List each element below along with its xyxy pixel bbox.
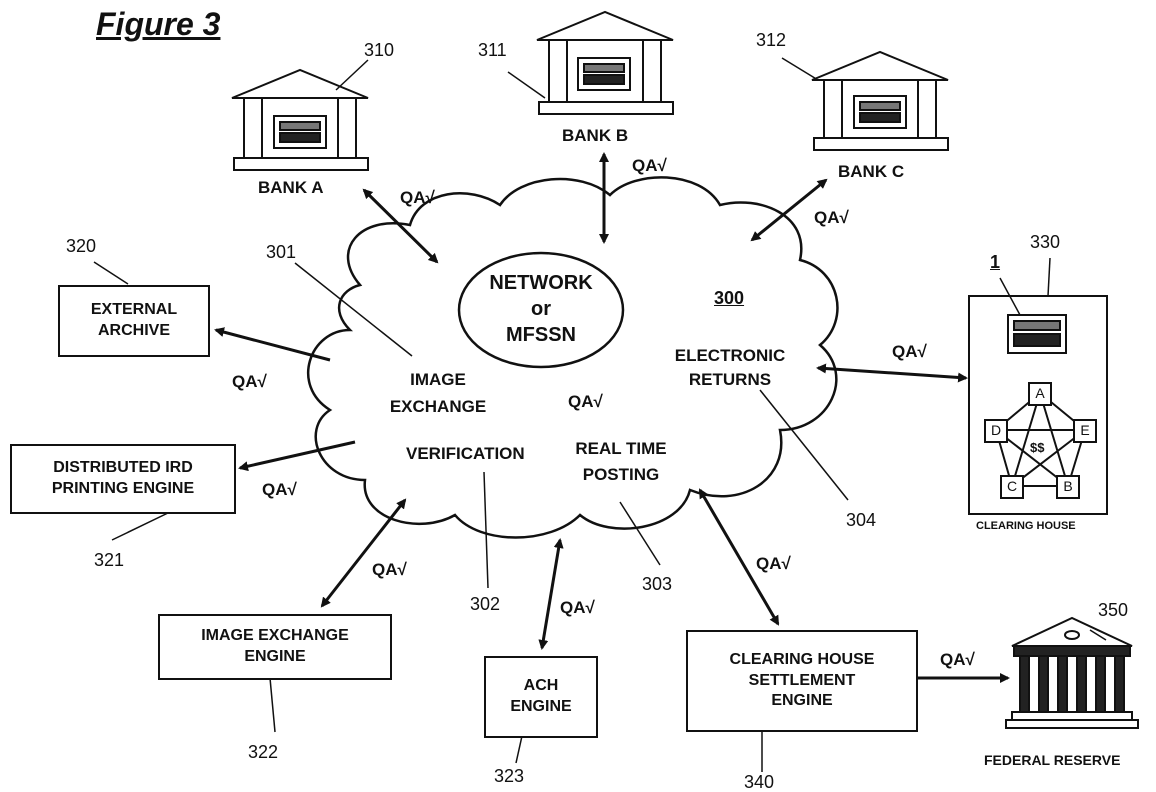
clearing-house-nodes	[984, 382, 1097, 499]
network-title-line-2: or	[531, 298, 551, 320]
clearing-house-settlement-ref: 340	[744, 772, 775, 792]
qa-label-bank-b: QA√	[632, 156, 667, 175]
node-a-label: A	[1035, 385, 1045, 401]
bank-a-label: BANK A	[258, 178, 324, 197]
image-exchange-ref: 301	[266, 242, 297, 262]
bank-a-building-icon	[231, 68, 369, 171]
network-title-line-3: MFSSN	[506, 324, 576, 346]
qa-label-settlement: QA√	[756, 554, 791, 573]
connection-arrows	[214, 152, 1010, 683]
node-e-label: E	[1080, 422, 1090, 438]
real-time-posting-label: REAL TIME POSTING	[575, 439, 667, 484]
distributed-ird-box: DISTRIBUTED IRD PRINTING ENGINE	[10, 444, 236, 514]
clearing-house-device-ref: 1	[990, 252, 1001, 272]
qa-label-ach: QA√	[560, 598, 595, 617]
qa-label-bank-a: QA√	[400, 188, 435, 207]
distributed-ird-ref: 321	[94, 550, 125, 570]
qa-label-clearing-house: QA√	[892, 342, 927, 361]
node-d-label: D	[990, 422, 1002, 438]
federal-reserve-ref: 350	[1098, 600, 1129, 620]
real-time-posting-ref: 303	[642, 574, 673, 594]
clearing-house-ref: 330	[1030, 232, 1061, 252]
node-c-label: C	[1006, 478, 1018, 494]
ach-engine-box: ACH ENGINE	[484, 656, 598, 738]
distributed-ird-label: DISTRIBUTED IRD PRINTING ENGINE	[51, 459, 195, 497]
ach-engine-label: ACH ENGINE	[510, 677, 572, 715]
electronic-returns-label: ELECTRONIC RETURNS	[674, 346, 786, 389]
verification-ref: 302	[470, 594, 501, 614]
bank-a-ref: 310	[364, 40, 395, 60]
qa-label-bank-c: QA√	[814, 208, 849, 227]
ach-engine-ref: 323	[494, 766, 525, 786]
federal-reserve-building-icon	[1005, 616, 1139, 729]
bank-b-ref: 311	[478, 40, 507, 60]
qa-label-federal-reserve: QA√	[940, 650, 975, 669]
node-b-label: B	[1063, 478, 1073, 494]
qa-label-image-engine: QA√	[372, 560, 407, 579]
clearing-house-settlement-label: CLEARING HOUSE SETTLEMENT ENGINE	[729, 650, 875, 710]
figure-title: Figure 3	[96, 6, 221, 42]
network-title: NETWORK or MFSSN	[470, 270, 612, 348]
external-archive-ref: 320	[66, 236, 97, 256]
bank-c-label: BANK C	[838, 162, 905, 181]
image-exchange-label: IMAGE EXCHANGE	[389, 370, 487, 416]
external-archive-label: EXTERNAL ARCHIVE	[90, 301, 178, 339]
qa-label-archive: QA√	[232, 372, 267, 391]
clearing-house-settlement-box: CLEARING HOUSE SETTLEMENT ENGINE	[686, 630, 918, 732]
verification-label: VERIFICATION	[406, 444, 525, 463]
qa-label-center: QA√	[568, 392, 603, 411]
clearing-house-center-label: $$	[1030, 440, 1045, 455]
image-exchange-engine-ref: 322	[248, 742, 279, 762]
bank-c-ref: 312	[756, 30, 787, 50]
electronic-returns-ref: 304	[846, 510, 877, 530]
bank-c-building-icon	[811, 50, 949, 151]
external-archive-box: EXTERNAL ARCHIVE	[58, 285, 210, 357]
network-ellipse	[457, 251, 625, 369]
federal-reserve-label: FEDERAL RESERVE	[984, 752, 1121, 768]
qa-label-ird: QA√	[262, 480, 297, 499]
network-ref: 300	[714, 288, 745, 308]
clearing-house-label: CLEARING HOUSE	[976, 520, 1076, 532]
image-exchange-engine-box: IMAGE EXCHANGE ENGINE	[158, 614, 392, 680]
bank-b-building-icon	[536, 10, 674, 115]
network-title-line-1: NETWORK	[489, 272, 593, 294]
reference-leaders	[93, 57, 1107, 772]
image-exchange-engine-label: IMAGE EXCHANGE ENGINE	[201, 627, 349, 665]
bank-b-label: BANK B	[562, 126, 629, 145]
